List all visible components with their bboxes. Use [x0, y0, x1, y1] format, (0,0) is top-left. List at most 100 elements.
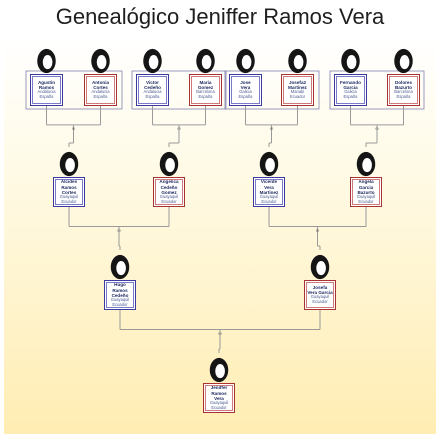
person-place2: Ecuador	[112, 301, 128, 307]
person-place1: Guayaquil	[159, 194, 179, 200]
person-name2: Garcia	[343, 85, 358, 91]
person-name1: Alcides	[60, 179, 78, 185]
couple-frame	[329, 70, 425, 110]
person-name2: Bazurto	[394, 85, 413, 91]
person-name1: Dolores	[394, 80, 413, 85]
person-silhouette-icon	[259, 151, 279, 177]
person-silhouette-icon	[91, 48, 110, 74]
person-place1: Andalucia	[37, 89, 56, 95]
person-name1: Fernando	[340, 80, 361, 85]
person-name2: Ramos	[38, 85, 55, 91]
person-name1: Antonia	[91, 80, 110, 85]
person-place2: Ecuador	[211, 404, 227, 410]
person-place2: España	[93, 94, 108, 100]
couple-frame	[224, 70, 320, 110]
person-place2: Ecuador	[358, 198, 374, 204]
marriage-symbol: ∞	[375, 125, 379, 132]
person-silhouette-icon	[209, 357, 229, 383]
person-silhouette-icon	[196, 48, 215, 74]
person-place1: Guayaquil	[259, 194, 279, 200]
person-name2: Ramos Cedeño	[111, 287, 129, 298]
couple-frame	[131, 70, 227, 110]
person-name2: Cortes	[93, 85, 108, 91]
person-place2: España	[39, 94, 54, 100]
person-name1: Angelica	[159, 179, 179, 185]
person-name2: Ramos Cortes	[61, 184, 77, 195]
person-name1: Maria	[199, 80, 212, 85]
person-place1: Manabi	[290, 89, 305, 95]
person-name2: Vera Garcia	[307, 290, 333, 296]
person-name2: Ramos Vera	[211, 390, 227, 401]
person-name1: Agustin	[37, 80, 56, 85]
person-place2: Ecuador	[161, 198, 177, 204]
person-place1: Guayaquil	[209, 400, 229, 406]
person-name1: Jose	[240, 80, 251, 85]
person-silhouette-icon	[236, 48, 255, 74]
person-silhouette-icon	[110, 254, 130, 280]
person-place2: España	[343, 94, 358, 100]
person-silhouette-icon	[310, 254, 330, 280]
person-place2: Ecuador	[312, 299, 328, 305]
person-place2: España	[238, 94, 253, 100]
marriage-symbol: ∞	[315, 227, 320, 234]
person-silhouette-icon	[143, 48, 162, 74]
marriage-symbol: ∞	[117, 227, 121, 234]
person-silhouette-icon	[288, 48, 307, 74]
person-place1: Guayaquil	[356, 194, 376, 200]
person-name2: Vera Martinez	[259, 184, 279, 195]
person-silhouette-icon	[37, 48, 56, 74]
couple-frame	[25, 70, 123, 110]
person-place1: Galicia	[239, 89, 252, 95]
person-name2: Garcia Bazurto	[357, 184, 375, 195]
marriage-symbol: ∞	[177, 125, 181, 132]
person-place2: España	[396, 94, 411, 100]
person-name2: Martinez	[288, 85, 307, 91]
person-place2: Ecuador	[261, 198, 277, 204]
person-name2: Gomez	[197, 85, 214, 91]
person-silhouette-icon	[356, 151, 376, 177]
person-place2: España	[198, 94, 213, 100]
person-place1: Guayaquil	[110, 297, 130, 303]
person-place1: Galicia	[344, 89, 357, 95]
person-place1: Guayaquil	[59, 194, 79, 200]
person-silhouette-icon	[59, 151, 79, 177]
person-silhouette-icon	[394, 48, 413, 74]
person-name2: Cedeño	[144, 85, 161, 91]
person-name1: Hugo	[114, 282, 126, 288]
person-name1: Angela	[358, 179, 374, 185]
person-place2: Ecuador	[289, 94, 306, 100]
marriage-symbol: ∞	[218, 330, 222, 337]
person-place1: Barcelona	[394, 89, 413, 95]
person-place1: Andalucia	[143, 89, 162, 95]
person-silhouette-icon	[159, 151, 179, 177]
page-title: Genealógico Jeniffer Ramos Vera	[55, 4, 385, 29]
